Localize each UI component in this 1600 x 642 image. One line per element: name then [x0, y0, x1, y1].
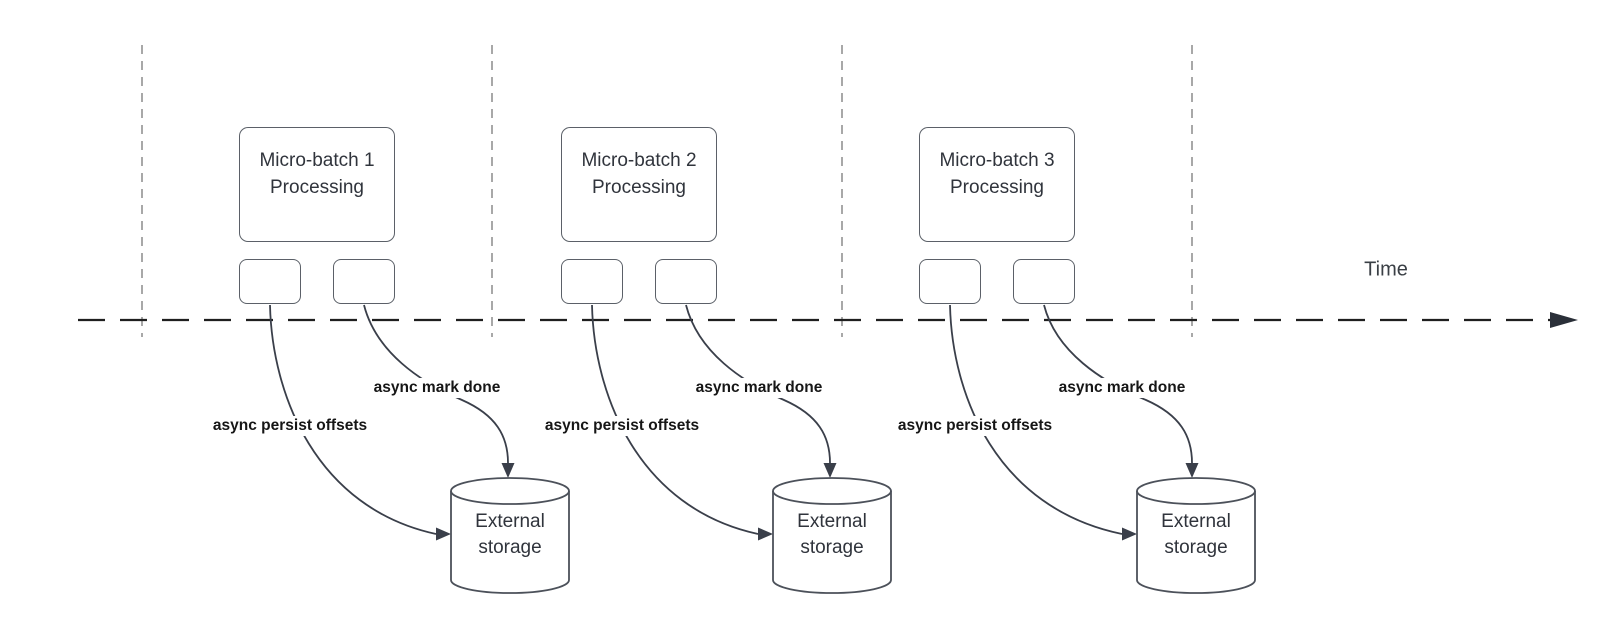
persist-offsets-edge-label-3: async persist offsets	[894, 416, 1056, 436]
external-storage-cylinder-1	[450, 477, 570, 594]
time-axis	[78, 312, 1578, 328]
persist-offsets-arrow-3	[949, 304, 1137, 541]
time-axis-label: Time	[1364, 258, 1408, 281]
persist-task-box-2	[561, 259, 623, 304]
mark-done-edge-label-1: async mark done	[370, 378, 504, 398]
persist-task-box-3	[919, 259, 981, 304]
arrowhead-icon	[823, 463, 837, 478]
arrowhead-icon	[501, 463, 515, 478]
micro-batch-1-processing-box: Micro-batch 1 Processing	[239, 127, 395, 242]
mark-done-edge-label-3: async mark done	[1055, 378, 1189, 398]
mark-done-edge-label-2: async mark done	[692, 378, 826, 398]
external-storage-label-1: External storage	[475, 511, 545, 558]
persist-offsets-edge-label-1: async persist offsets	[209, 416, 371, 436]
mark-done-task-box-3	[1013, 259, 1075, 304]
micro-batch-2-processing-box: Micro-batch 2 Processing	[561, 127, 717, 242]
mark-done-task-box-1	[333, 259, 395, 304]
micro-batch-2-label: Micro-batch 2 Processing	[581, 149, 697, 198]
micro-batch-3-label: Micro-batch 3 Processing	[939, 149, 1055, 198]
arrowhead-icon	[1122, 527, 1137, 541]
persist-offsets-edge-label-2: async persist offsets	[541, 416, 703, 436]
time-axis-arrowhead-icon	[1550, 312, 1578, 328]
arrowhead-icon	[1185, 463, 1199, 478]
external-storage-label-3: External storage	[1161, 511, 1231, 558]
external-storage-cylinder-3	[1136, 477, 1256, 594]
micro-batch-1-label: Micro-batch 1 Processing	[259, 149, 375, 198]
external-storage-label-2: External storage	[797, 511, 867, 558]
persist-offsets-arrow-1	[269, 304, 451, 541]
micro-batch-3-processing-box: Micro-batch 3 Processing	[919, 127, 1075, 242]
persist-task-box-1	[239, 259, 301, 304]
persist-offsets-arrow-2	[591, 304, 773, 541]
arrowhead-icon	[758, 527, 773, 541]
mark-done-task-box-2	[655, 259, 717, 304]
arrowhead-icon	[436, 527, 451, 541]
external-storage-cylinder-2	[772, 477, 892, 594]
